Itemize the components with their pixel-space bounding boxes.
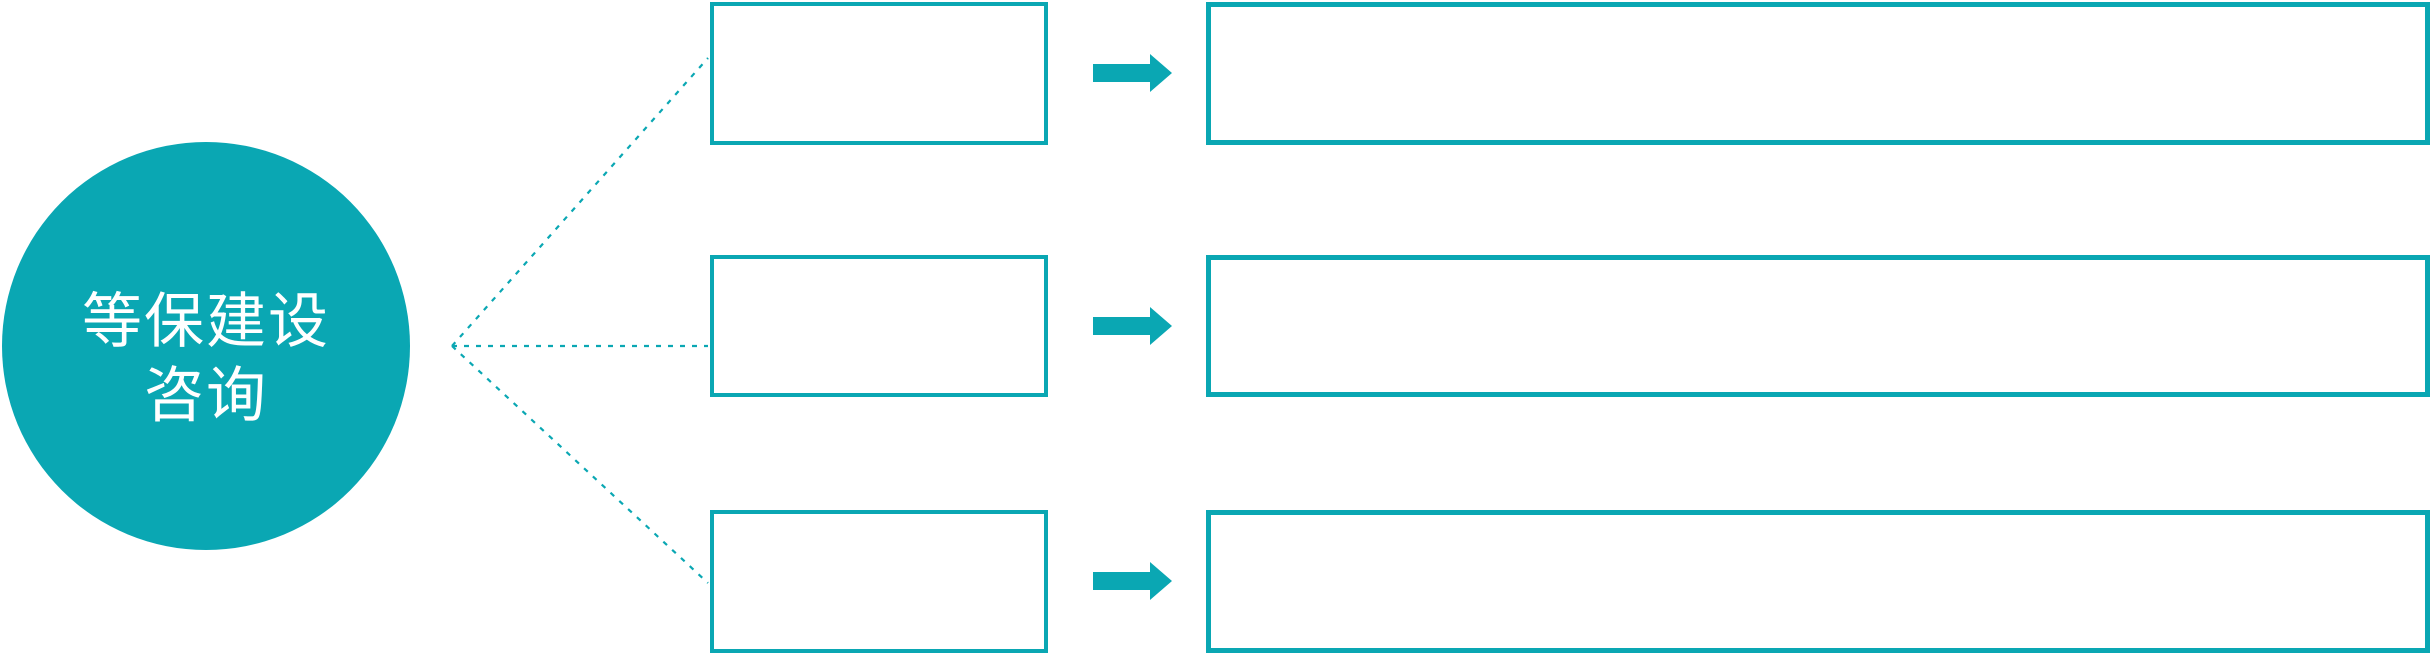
detail-box-1 — [1206, 2, 2430, 145]
right-block-arrow-icon-2 — [1093, 307, 1172, 345]
category-box-1 — [710, 2, 1048, 145]
hub-label: 等保建设 咨询 — [82, 285, 330, 433]
dotted-connector-bottom — [451, 345, 709, 584]
detail-box-3-text — [1211, 515, 2425, 648]
hub-label-line1: 等保建设 — [82, 288, 330, 355]
detail-box-2-text — [1211, 260, 2425, 392]
hub-label-line2: 咨询 — [144, 362, 268, 429]
category-box-3-text — [714, 514, 1044, 649]
right-block-arrow-shape — [1093, 54, 1172, 92]
dotted-connector-top — [451, 57, 709, 347]
right-block-arrow-shape — [1093, 307, 1172, 345]
category-box-1-text — [714, 6, 1044, 141]
detail-box-2 — [1206, 255, 2430, 397]
detail-box-1-text — [1211, 7, 2425, 140]
right-block-arrow-icon-1 — [1093, 54, 1172, 92]
right-block-arrow-shape — [1093, 562, 1172, 600]
category-box-2 — [710, 255, 1048, 397]
category-box-3 — [710, 510, 1048, 653]
detail-box-3 — [1206, 510, 2430, 653]
category-box-2-text — [714, 259, 1044, 393]
hub-circle: 等保建设 咨询 — [2, 142, 410, 550]
right-block-arrow-icon-3 — [1093, 562, 1172, 600]
